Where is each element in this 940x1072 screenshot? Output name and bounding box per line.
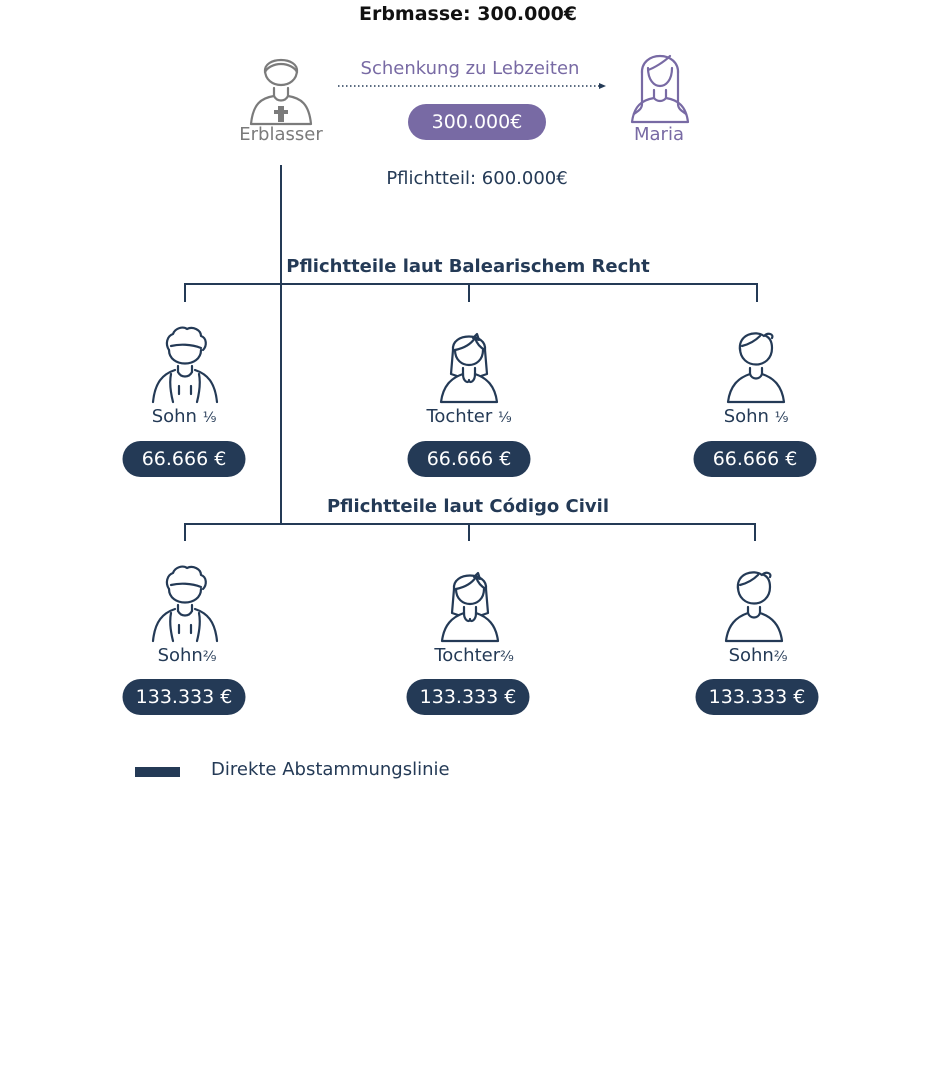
son-curly-hair-icon — [151, 565, 219, 643]
codigo-heading: Pflichtteile laut Código Civil — [326, 496, 610, 517]
amount-badge-codigo-son-1: 133.333 € — [122, 679, 246, 715]
amount-badge-balearic-son-2: 66.666 € — [693, 441, 817, 477]
son-icon — [724, 571, 784, 643]
balearic-heading: Pflichtteile laut Balearischem Recht — [286, 256, 650, 277]
heir-label-balearic-son-1: Sohn ⅑ — [151, 406, 217, 427]
erblasser-person-icon — [249, 59, 313, 126]
legend-label: Direkte Abstammungslinie — [211, 759, 450, 780]
amount-badge-codigo-daughter: 133.333 € — [406, 679, 530, 715]
legend-line-swatch — [135, 767, 180, 777]
daughter-icon — [439, 332, 499, 404]
heir-label-codigo-daughter: Tochter²⁄₉ — [434, 645, 514, 666]
erblasser-label: Erblasser — [239, 124, 323, 145]
amount-badge-balearic-daughter: 66.666 € — [407, 441, 531, 477]
balearic-bracket — [184, 283, 758, 302]
son-curly-hair-icon — [151, 326, 219, 404]
amount-badge-codigo-son-2: 133.333 € — [695, 679, 819, 715]
schenkung-amount-badge: 300.000€ — [408, 104, 546, 140]
heir-label-balearic-son-2: Sohn ⅑ — [723, 406, 789, 427]
schenkung-arrow — [338, 83, 606, 89]
maria-woman-icon — [630, 54, 690, 124]
codigo-bracket — [184, 523, 756, 541]
daughter-icon — [440, 571, 500, 643]
pflichtteil-label: Pflichtteil: 600.000€ — [386, 168, 568, 189]
son-icon — [726, 332, 786, 404]
page-title: Erbmasse: 300.000€ — [358, 3, 578, 25]
heir-label-balearic-daughter: Tochter ⅑ — [426, 406, 512, 427]
heir-label-codigo-son-2: Sohn²⁄₉ — [728, 645, 788, 666]
amount-badge-balearic-son-1: 66.666 € — [122, 441, 246, 477]
maria-label: Maria — [634, 124, 684, 145]
heir-label-codigo-son-1: Sohn²⁄₉ — [157, 645, 217, 666]
schenkung-label: Schenkung zu Lebzeiten — [360, 58, 580, 79]
